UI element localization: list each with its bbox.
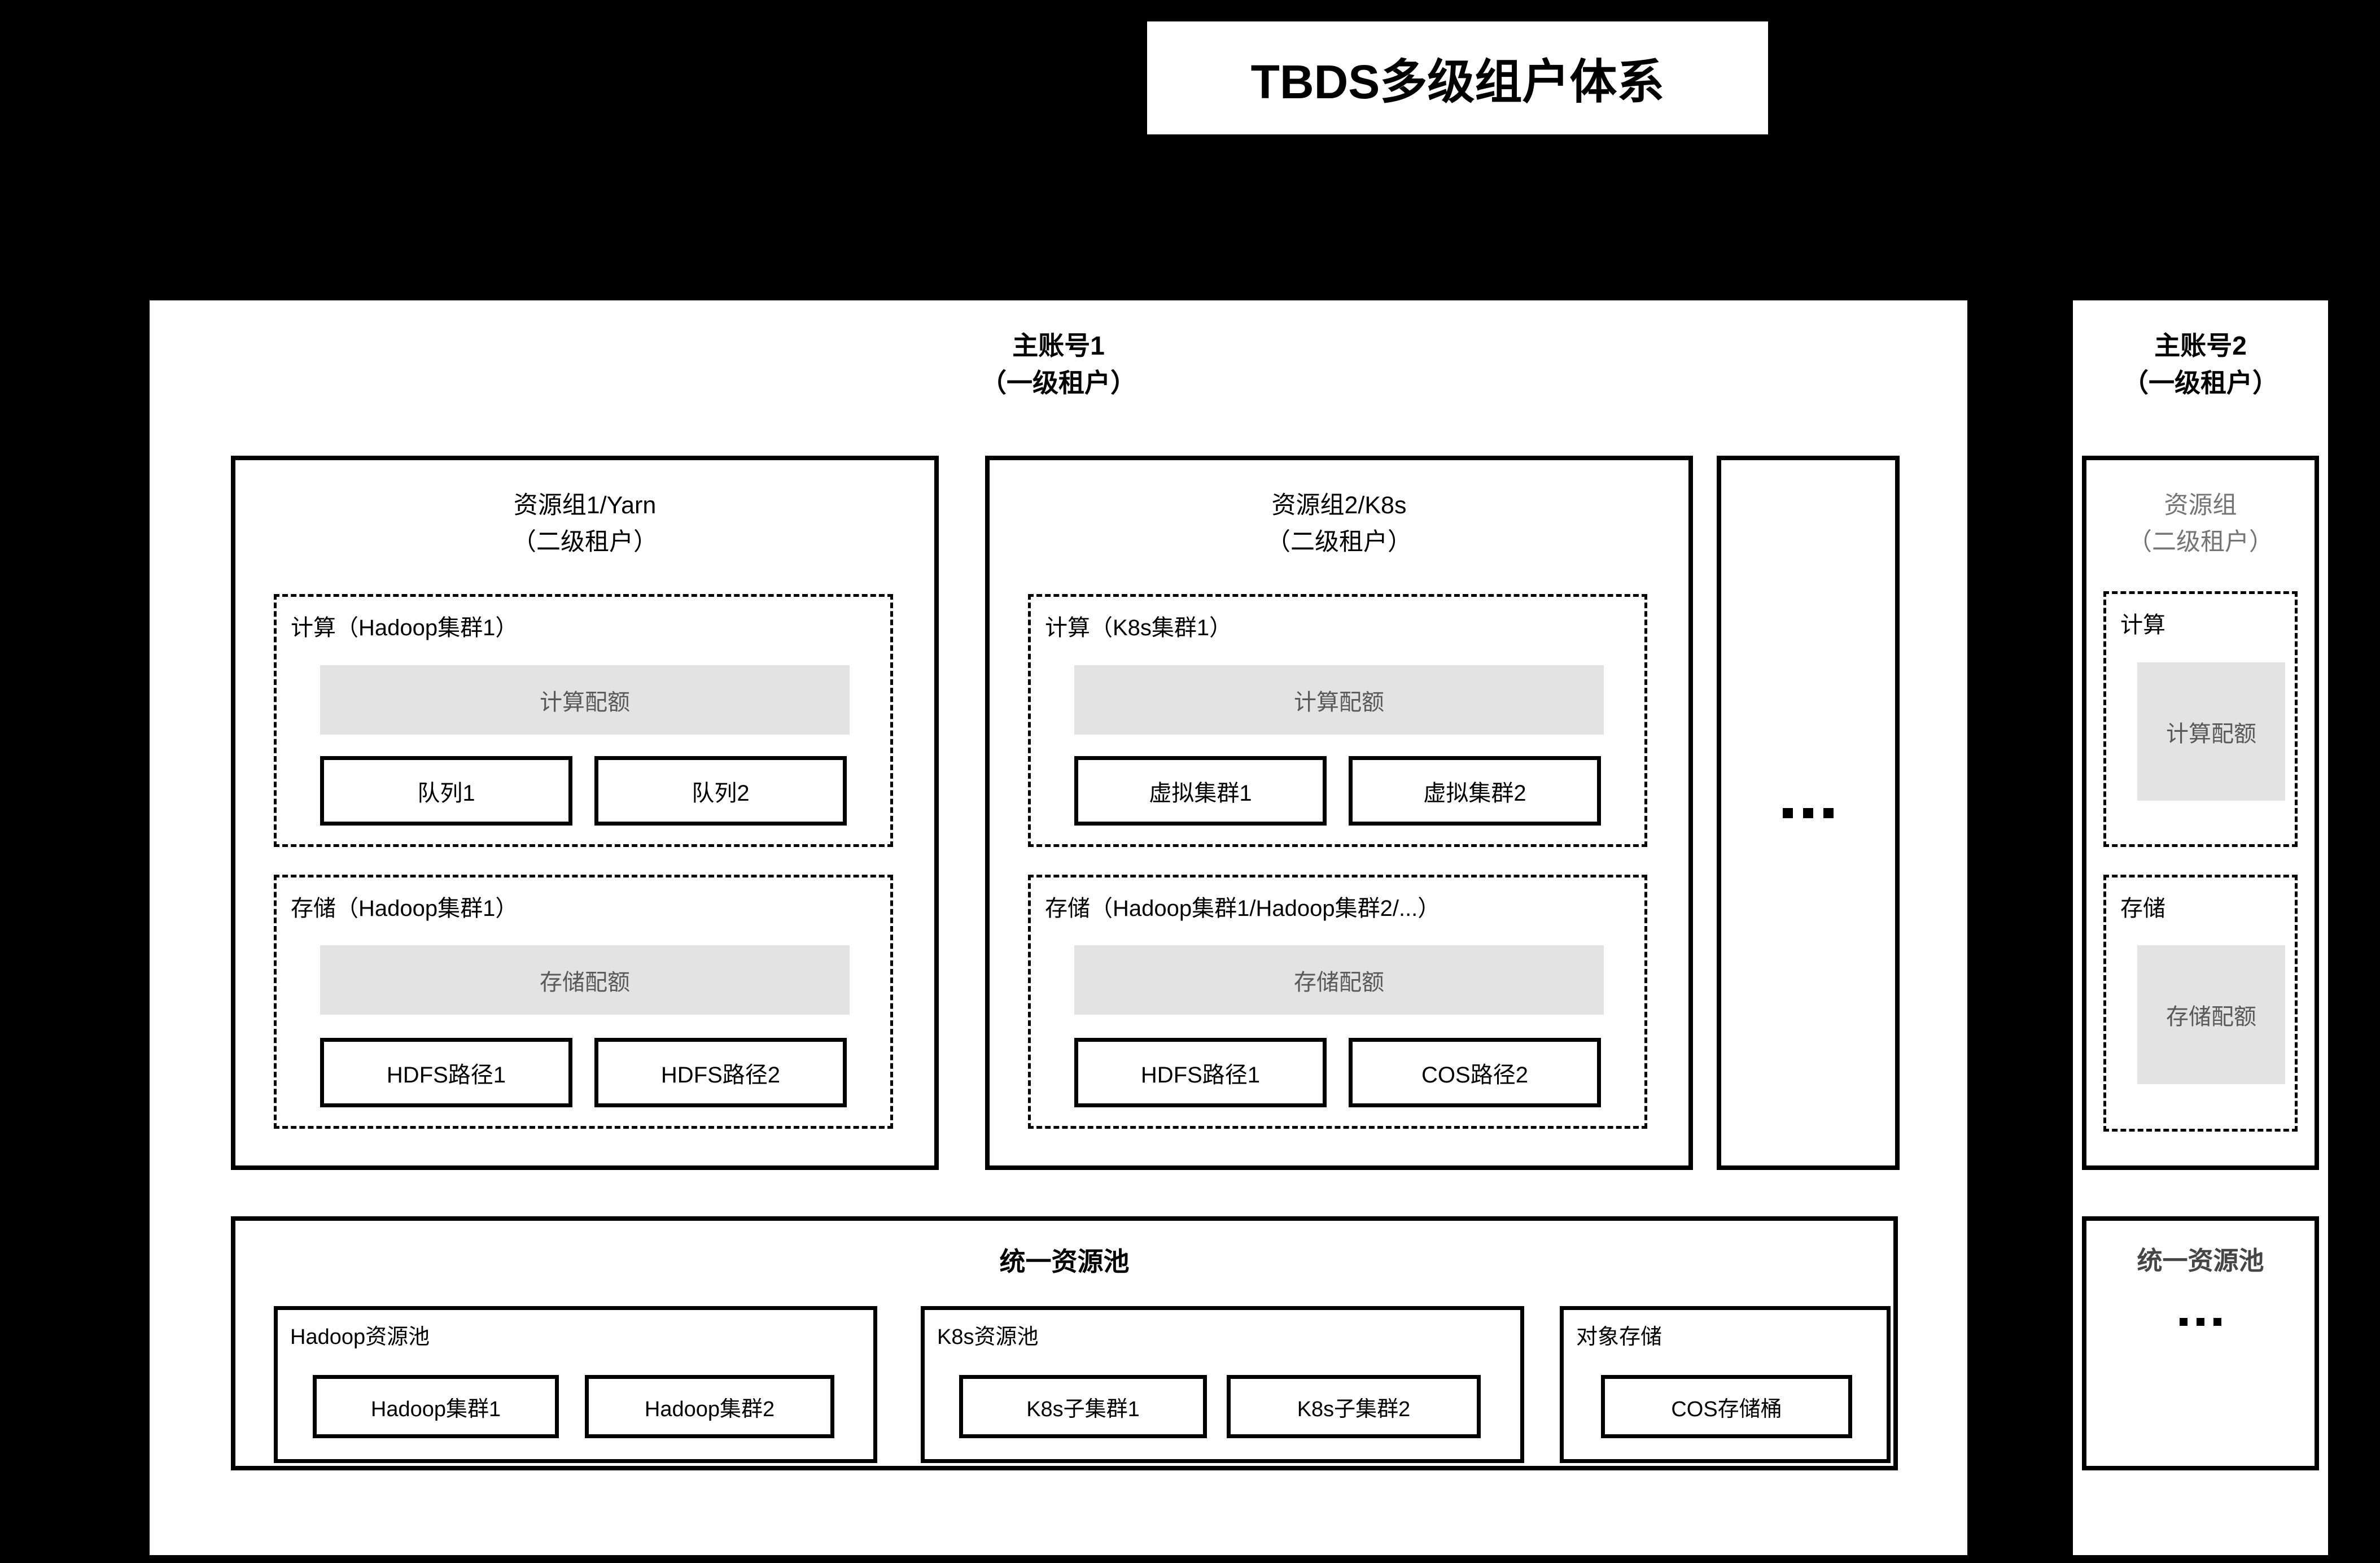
compute-section-label: 计算（K8s集群1）	[1045, 615, 1232, 640]
k8s-pool-label: K8s资源池	[937, 1325, 1039, 1349]
group-title-line1: 资源组1/Yarn	[513, 492, 657, 519]
unified-pool-title: 统一资源池	[999, 1247, 1130, 1276]
group-title-line2: （二级租户）	[2128, 528, 2273, 556]
ellipsis-dot	[1803, 807, 1813, 818]
virtual-cluster-box: 虚拟集群1	[1074, 756, 1327, 826]
group-title-line1: 资源组2/K8s	[1271, 492, 1407, 519]
group-title-line1: 资源组	[2164, 492, 2237, 519]
page-title: TBDS多级组户体系	[1147, 21, 1768, 134]
resource-group-yarn: 资源组1/Yarn （二级租户） 计算（Hadoop集群1） 计算配额 队列1 …	[231, 456, 939, 1170]
hadoop-pool-label: Hadoop资源池	[290, 1325, 430, 1349]
k8s-subcluster-box: K8s子集群1	[959, 1375, 1207, 1438]
hdfs-path-box: HDFS路径2	[594, 1038, 847, 1107]
compute-section-label: 计算（Hadoop集群1）	[291, 615, 518, 640]
storage-section-label: 存储	[2120, 896, 2165, 921]
unified-pool-box-account2: 统一资源池	[2082, 1216, 2319, 1470]
object-storage-box: 对象存储 COS存储桶	[1560, 1306, 1891, 1463]
unified-pool-box: 统一资源池 Hadoop资源池 Hadoop集群1 Hadoop集群2 K8s资…	[231, 1216, 1898, 1470]
compute-quota-bar: 计算配额	[320, 665, 850, 735]
group-title-line2: （二级租户）	[512, 528, 658, 556]
storage-section-label: 存储（Hadoop集群1/Hadoop集群2/...）	[1045, 896, 1441, 921]
account2-header: 主账号2 （一级租户）	[2123, 331, 2278, 398]
more-groups-ellipsis	[1783, 807, 1834, 818]
hadoop-cluster-box: Hadoop集群2	[585, 1375, 834, 1438]
cos-bucket-box: COS存储桶	[1601, 1375, 1852, 1438]
storage-section: 存储（Hadoop集群1） 存储配额 HDFS路径1 HDFS路径2	[274, 875, 893, 1129]
ellipsis-dot	[2180, 1318, 2188, 1326]
resource-group-k8s-title: 资源组2/K8s （二级租户）	[990, 487, 1688, 560]
unified-pool-body	[2086, 1283, 2315, 1326]
resource-group-yarn-title: 资源组1/Yarn （二级租户）	[235, 487, 934, 560]
storage-quota-bar: 存储配额	[1074, 945, 1604, 1015]
account1-header: 主账号1 （一级租户）	[981, 331, 1136, 398]
ellipsis-dot	[2197, 1318, 2204, 1326]
storage-quota-box: 存储配额	[2137, 945, 2285, 1084]
account1-panel: 主账号1 （一级租户） 资源组1/Yarn （二级租户） 计算（Hadoop集群…	[150, 300, 1967, 1555]
hadoop-pool-box: Hadoop资源池 Hadoop集群1 Hadoop集群2	[274, 1306, 877, 1463]
compute-quota-box: 计算配额	[2137, 662, 2285, 801]
ellipsis-dot	[2213, 1318, 2221, 1326]
more-groups-box	[1717, 456, 1900, 1170]
hdfs-path-box: HDFS路径1	[320, 1038, 572, 1107]
resource-group-account2-title: 资源组 （二级租户）	[2086, 487, 2315, 560]
virtual-cluster-box: 虚拟集群2	[1349, 756, 1601, 826]
queue-box: 队列1	[320, 756, 572, 826]
ellipsis-dot	[1783, 807, 1793, 818]
storage-section: 存储（Hadoop集群1/Hadoop集群2/...） 存储配额 HDFS路径1…	[1028, 875, 1647, 1129]
compute-section: 计算 计算配额	[2103, 591, 2298, 847]
storage-quota-bar: 存储配额	[320, 945, 850, 1015]
compute-section: 计算（K8s集群1） 计算配额 虚拟集群1 虚拟集群2	[1028, 594, 1647, 847]
k8s-pool-box: K8s资源池 K8s子集群1 K8s子集群2	[921, 1306, 1524, 1463]
storage-section-label: 存储（Hadoop集群1）	[291, 896, 518, 921]
compute-section: 计算（Hadoop集群1） 计算配额 队列1 队列2	[274, 594, 893, 847]
unified-pool-ellipsis	[2086, 1318, 2315, 1326]
queue-box: 队列2	[594, 756, 847, 826]
k8s-subcluster-box: K8s子集群2	[1227, 1375, 1481, 1438]
account2-panel: 主账号2 （一级租户） 资源组 （二级租户） 计算 计算配额 存储 存储配额 统…	[2073, 300, 2328, 1555]
hdfs-path-box: HDFS路径1	[1074, 1038, 1327, 1107]
resource-group-k8s: 资源组2/K8s （二级租户） 计算（K8s集群1） 计算配额 虚拟集群1 虚拟…	[985, 456, 1693, 1170]
group-title-line2: （二级租户）	[1266, 528, 1412, 556]
resource-group-account2: 资源组 （二级租户） 计算 计算配额 存储 存储配额	[2082, 456, 2319, 1170]
compute-section-label: 计算	[2120, 613, 2165, 638]
compute-quota-bar: 计算配额	[1074, 665, 1604, 735]
ellipsis-dot	[1823, 807, 1834, 818]
hadoop-cluster-box: Hadoop集群1	[313, 1375, 559, 1438]
object-storage-label: 对象存储	[1576, 1325, 1663, 1349]
cos-path-box: COS路径2	[1349, 1038, 1601, 1107]
unified-pool-title-account2: 统一资源池	[2137, 1246, 2264, 1275]
storage-section: 存储 存储配额	[2103, 875, 2298, 1132]
